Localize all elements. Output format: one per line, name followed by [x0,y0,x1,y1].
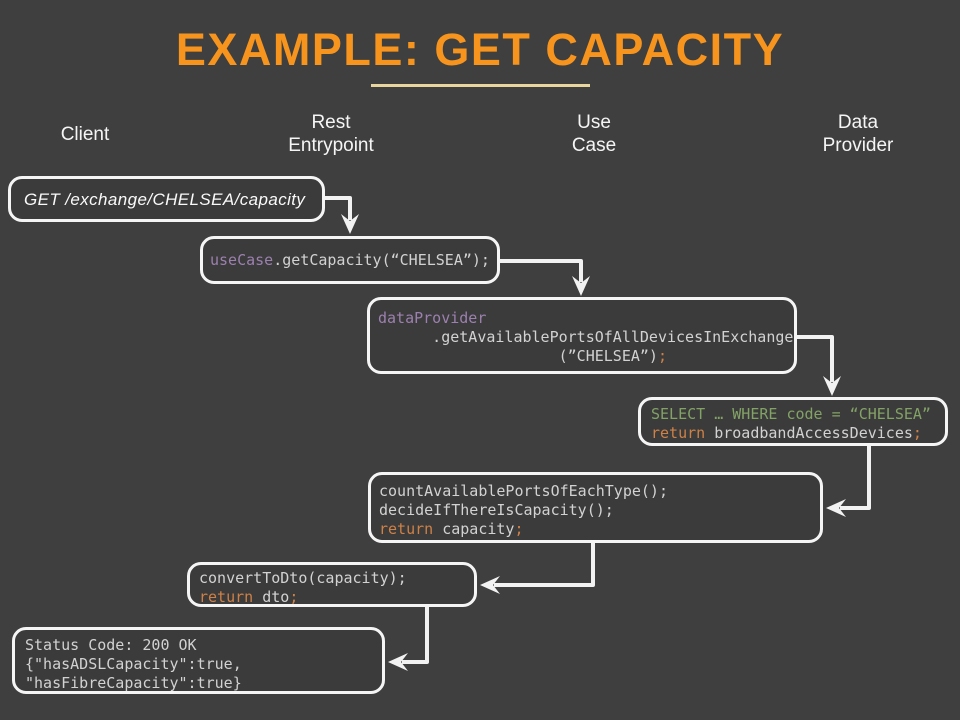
count-capacity-code: countAvailablePortsOfEachType(); decideI… [379,482,668,538]
box-dataprovider-call: dataProvider .getAvailablePortsOfAllDevi… [367,297,797,374]
column-header-rest-entrypoint: Rest Entrypoint [288,112,374,156]
box-count-capacity: countAvailablePortsOfEachType(); decideI… [368,472,823,543]
box-usecase-call: useCase.getCapacity(“CHELSEA”); [200,236,500,284]
arrow-usecase-to-dataprovider [500,259,590,296]
column-header-client: Client [60,124,110,145]
rest-request-text: GET /exchange/CHELSEA/capacity [24,189,306,209]
arrow-count-to-convert [480,543,595,594]
box-select-query: SELECT … WHERE code = “CHELSEA” return b… [638,397,948,446]
arrow-dataprovider-to-select [797,335,841,396]
arrow-select-to-count [826,446,871,517]
select-query-code: SELECT … WHERE code = “CHELSEA” return b… [651,405,931,442]
arrow-convert-to-response [388,607,429,671]
box-rest-request: GET /exchange/CHELSEA/capacity [8,176,325,222]
convert-dto-code: convertToDto(capacity); return dto; [199,569,407,606]
box-convert-dto: convertToDto(capacity); return dto; [187,562,477,607]
column-header-data-provider: Data Provider [822,112,894,156]
slide-title: EXAMPLE: GET CAPACITY [175,24,785,75]
box-response-status: Status Code: 200 OK {"hasADSLCapacity":t… [12,627,385,694]
arrow-request-to-usecase [325,196,359,234]
column-header-use-case: Use Case [571,112,617,156]
dataprovider-call-code: dataProvider .getAvailablePortsOfAllDevi… [378,309,794,365]
title-underline [371,84,590,87]
response-status-code: Status Code: 200 OK {"hasADSLCapacity":t… [25,636,242,692]
usecase-call-code: useCase.getCapacity(“CHELSEA”); [210,250,490,269]
